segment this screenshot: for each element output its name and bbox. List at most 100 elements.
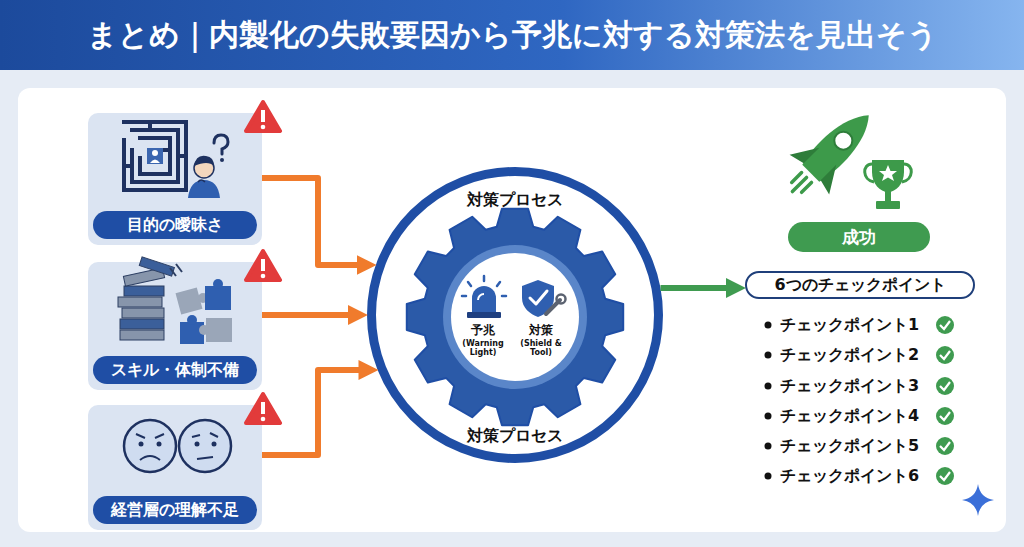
worried-face bbox=[139, 442, 144, 447]
block-tower bbox=[120, 330, 164, 340]
warning-icon bbox=[246, 102, 280, 131]
check-marks bbox=[940, 472, 950, 480]
block-tower bbox=[120, 319, 164, 329]
title-text: まとめ｜内製化の失敗要因から予兆に対する対策法を見出そう bbox=[0, 0, 1024, 70]
shield-icon bbox=[522, 280, 554, 317]
maze-person bbox=[150, 160, 160, 164]
trophy-icon bbox=[879, 165, 897, 181]
siren-icon bbox=[472, 286, 496, 312]
check-marks bbox=[940, 442, 950, 450]
checklist-header: 6つのチェックポイント bbox=[745, 271, 975, 299]
rocket-icon bbox=[773, 95, 889, 211]
check-marks bbox=[936, 377, 954, 395]
worried-face bbox=[140, 456, 160, 460]
puzzle-pieces bbox=[180, 322, 204, 344]
block-tower bbox=[122, 308, 164, 318]
block-tower bbox=[123, 268, 164, 286]
worried-face bbox=[157, 442, 162, 447]
rocket-icon bbox=[787, 173, 811, 197]
checklist-item: チェックポイント4 bbox=[780, 405, 919, 427]
confused-person bbox=[188, 180, 220, 198]
content-panel bbox=[18, 88, 1006, 532]
puzzle-pieces bbox=[206, 318, 232, 342]
puzzled-face bbox=[179, 420, 231, 472]
gear-ring bbox=[443, 245, 587, 389]
list-bullets bbox=[765, 473, 772, 480]
confused-person bbox=[188, 135, 228, 198]
block-tower bbox=[118, 257, 182, 340]
puzzle-pieces bbox=[176, 279, 232, 344]
node-text: 対策プロセス bbox=[367, 189, 663, 211]
trophy-icon bbox=[865, 160, 912, 209]
checklist-item: チェックポイント2 bbox=[780, 344, 919, 366]
problem-card: スキル・体制不備 bbox=[88, 262, 262, 390]
gear-shape bbox=[407, 209, 623, 425]
node-text: スキル・体制不備 bbox=[93, 356, 257, 384]
title-area: まとめ｜内製化の失敗要因から予兆に対する対策法を見出そう bbox=[0, 0, 1024, 70]
confused-person bbox=[220, 158, 224, 162]
warning-icon bbox=[246, 394, 280, 423]
warning-icon bbox=[246, 251, 280, 280]
list-bullets bbox=[765, 352, 772, 359]
node-text: 予兆 bbox=[453, 323, 513, 337]
maze-person bbox=[152, 150, 158, 156]
node-text: 対策 bbox=[511, 323, 571, 337]
puzzle-pieces bbox=[198, 293, 208, 303]
puzzled-face bbox=[195, 442, 200, 447]
trophy-icon bbox=[872, 160, 904, 192]
rocket-icon bbox=[790, 136, 848, 194]
list-bullets bbox=[765, 322, 772, 480]
maze-person bbox=[147, 148, 163, 164]
warning-icon bbox=[261, 417, 266, 422]
problem-card: 経営層の理解不足 bbox=[88, 405, 262, 530]
check-marks bbox=[940, 321, 950, 329]
rocket-icon bbox=[800, 104, 880, 184]
warning-icon bbox=[261, 402, 265, 414]
check-marks bbox=[936, 407, 954, 425]
puzzled-face bbox=[197, 457, 213, 459]
process-gear: 予兆(Warning Light)対策(Shield & Tool) bbox=[405, 207, 625, 427]
node-text: 目的の曖昧さ bbox=[93, 211, 257, 239]
puzzled-face bbox=[179, 420, 231, 472]
check-marks bbox=[936, 467, 954, 485]
check-marks bbox=[936, 316, 954, 485]
worried-face bbox=[124, 420, 176, 472]
puzzled-face bbox=[192, 433, 218, 437]
siren-icon bbox=[462, 276, 506, 318]
confused-person bbox=[194, 156, 214, 166]
puzzle-pieces bbox=[213, 279, 223, 289]
warning-icon bbox=[261, 110, 265, 122]
shield-icon bbox=[546, 300, 560, 314]
list-bullets bbox=[765, 383, 772, 390]
siren-icon bbox=[462, 276, 506, 296]
check-marks bbox=[936, 437, 954, 455]
warning-icon bbox=[261, 259, 265, 271]
check-marks bbox=[940, 351, 950, 359]
gear-shape bbox=[405, 207, 625, 427]
check-marks bbox=[940, 412, 950, 420]
shield-icon bbox=[557, 295, 566, 304]
shield-icon bbox=[530, 291, 547, 304]
maze-illustration bbox=[124, 122, 186, 190]
list-bullets bbox=[765, 443, 772, 450]
title-bar bbox=[0, 0, 1024, 70]
confused-person bbox=[198, 180, 205, 182]
rocket-icon bbox=[831, 128, 856, 153]
puzzle-pieces bbox=[205, 286, 231, 310]
checklist-item: チェックポイント6 bbox=[780, 465, 919, 487]
warning-icon bbox=[246, 251, 280, 280]
worried-face bbox=[136, 434, 164, 438]
warning-icon bbox=[246, 394, 280, 423]
gear-hub bbox=[451, 253, 579, 381]
maze-person bbox=[147, 148, 163, 164]
flow-arrow bbox=[262, 178, 368, 265]
checklist-item: チェックポイント1 bbox=[780, 314, 919, 336]
siren-icon bbox=[467, 312, 501, 318]
list-bullets bbox=[765, 322, 772, 329]
node-text: 経営層の理解不足 bbox=[93, 496, 257, 524]
node-text: (Warning Light) bbox=[461, 339, 505, 357]
flow-arrow bbox=[262, 312, 359, 318]
check-marks bbox=[936, 316, 954, 334]
